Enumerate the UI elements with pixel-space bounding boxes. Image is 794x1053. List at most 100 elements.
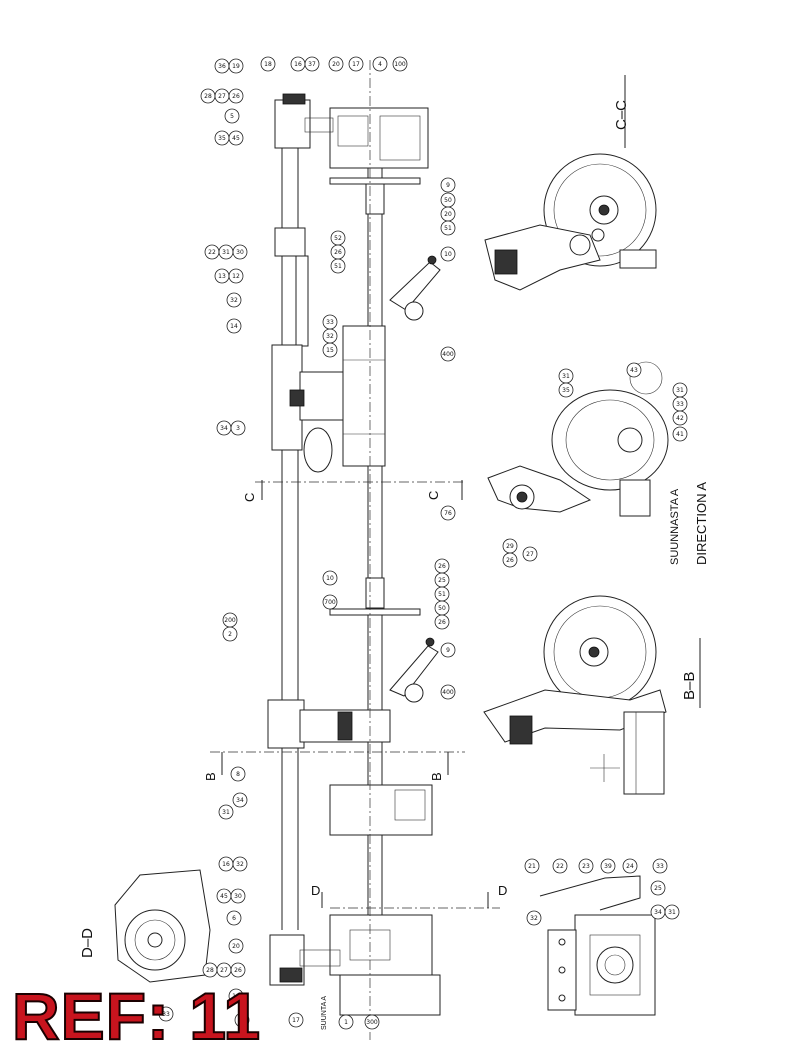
callout: 30 [232,244,248,260]
section-cut-b-right: B [429,752,449,781]
svg-text:18: 18 [264,61,272,68]
callout: 26 [228,88,244,104]
svg-text:17: 17 [292,1017,300,1024]
callout: 33 [158,1006,174,1022]
svg-text:22: 22 [208,249,216,256]
callout: 9 [440,177,456,193]
callout: 41 [672,426,688,442]
svg-text:31: 31 [562,373,570,380]
callout: 42 [672,410,688,426]
svg-text:34: 34 [236,797,244,804]
callout: 33 [322,314,338,330]
callout: 50 [440,192,456,208]
callout: 10 [440,246,456,262]
callout: 37 [304,56,320,72]
svg-text:17: 17 [352,61,360,68]
callout: 26 [502,552,518,568]
callout: 24 [622,858,638,874]
callout: 1 [338,1014,354,1030]
svg-text:25: 25 [654,885,662,892]
svg-text:9: 9 [446,647,450,654]
callout: 20 [328,56,344,72]
callout: 28 [202,962,218,978]
svg-text:32: 32 [230,297,238,304]
svg-text:32: 32 [326,333,334,340]
svg-text:B: B [429,772,444,781]
svg-text:18: 18 [232,993,240,1000]
callout: 15 [322,342,338,358]
callout: 28 [200,88,216,104]
callout: 25 [434,572,450,588]
svg-text:37: 37 [308,61,316,68]
callout: 2 [222,626,238,642]
bottom-right-detail [539,875,656,1016]
svg-text:36: 36 [218,63,226,70]
callout: 52 [330,230,346,246]
callout: 76 [440,505,456,521]
svg-text:76: 76 [444,510,452,517]
callouts-top: 36 19 18 16 37 20 17 4 100 28 27 26 5 35… [200,56,456,436]
view-c-c-title: C–C [613,100,630,130]
svg-text:13: 13 [218,273,226,280]
svg-text:300: 300 [366,1019,378,1026]
callout: 34 [650,904,666,920]
svg-text:D: D [311,883,320,898]
svg-text:700: 700 [324,599,336,606]
svg-text:4: 4 [378,61,382,68]
callout: 20 [228,938,244,954]
callout: 400 [440,684,456,700]
svg-text:27: 27 [526,551,534,558]
svg-text:50: 50 [444,197,452,204]
callout: 27 [216,962,232,978]
svg-text:32: 32 [236,861,244,868]
svg-text:6: 6 [232,915,236,922]
svg-text:D: D [498,883,507,898]
callout: 39 [600,858,616,874]
svg-text:26: 26 [232,93,240,100]
callout: 700 [322,594,338,610]
callout: 31 [672,382,688,398]
svg-text:45: 45 [232,135,240,142]
svg-text:10: 10 [444,251,452,258]
callout: 20 [440,206,456,222]
svg-text:20: 20 [444,211,452,218]
svg-text:37: 37 [238,1017,246,1024]
svg-text:16: 16 [294,61,302,68]
callout: 31 [218,244,234,260]
callout: 26 [434,614,450,630]
callout: 33 [672,396,688,412]
cut-lines [210,60,500,1040]
svg-text:8: 8 [236,771,240,778]
callout: 50 [434,600,450,616]
svg-text:51: 51 [438,591,446,598]
svg-text:10: 10 [326,575,334,582]
callout: 51 [434,586,450,602]
callout: 33 [652,858,668,874]
svg-text:33: 33 [676,401,684,408]
svg-text:200: 200 [224,617,236,624]
svg-text:C: C [426,491,441,500]
svg-text:34: 34 [654,909,662,916]
callout: 9 [440,642,456,658]
callout: 400 [440,346,456,362]
callout: 31 [558,368,574,384]
callout: 14 [226,318,242,334]
callout: 3 [230,420,246,436]
view-b-b: B–B [483,595,701,795]
view-b-b-title: B–B [681,672,698,700]
callout: 18 [260,56,276,72]
svg-text:32: 32 [530,915,538,922]
svg-text:B: B [203,772,218,781]
svg-text:31: 31 [222,249,230,256]
callout: 300 [364,1014,380,1030]
callout: 10 [322,570,338,586]
svg-text:19: 19 [232,63,240,70]
view-d-d-title: D–D [79,928,96,958]
svg-text:39: 39 [604,863,612,870]
view-c-c: C–C [484,75,657,291]
callout: 35 [214,130,230,146]
svg-text:33: 33 [656,863,664,870]
svg-text:30: 30 [234,893,242,900]
svg-text:43: 43 [630,367,638,374]
callout: 51 [330,258,346,274]
